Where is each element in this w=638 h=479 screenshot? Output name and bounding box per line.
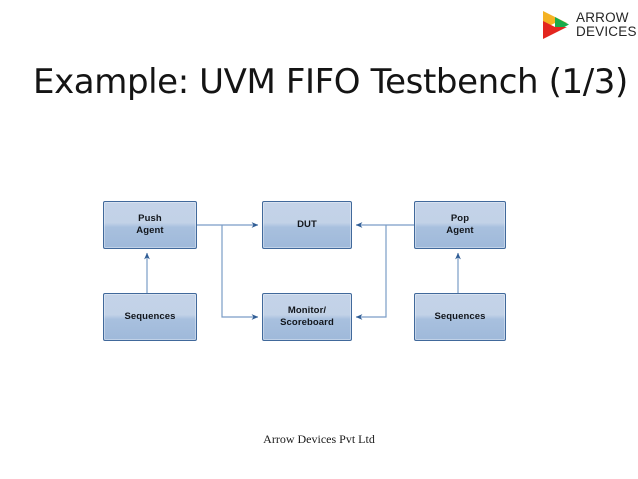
edge-pop-agent-to-monitor [355, 225, 387, 320]
node-sequences-left[interactable]: Sequences [103, 293, 197, 341]
arrow-play-triangle-logo-icon [538, 8, 572, 42]
node-pop-agent-label: Pop Agent [446, 212, 474, 236]
brand-line-2: DEVICES [576, 24, 637, 39]
node-sequences-right-label: Sequences [434, 310, 486, 322]
slide-footer: Arrow Devices Pvt Ltd [263, 432, 375, 446]
node-monitor-scoreboard[interactable]: Monitor/ Scoreboard [262, 293, 352, 341]
node-push-agent-label: Push Agent [136, 212, 164, 236]
node-monitor-scoreboard-label: Monitor/ Scoreboard [280, 304, 334, 328]
node-sequences-right[interactable]: Sequences [414, 293, 506, 341]
node-dut[interactable]: DUT [262, 201, 352, 249]
node-push-agent[interactable]: Push Agent [103, 201, 197, 249]
node-sequences-left-label: Sequences [124, 310, 176, 322]
node-dut-label: DUT [297, 218, 317, 230]
brand-logo: ARROW DEVICES [538, 4, 637, 46]
brand-line-1: ARROW [576, 9, 629, 25]
node-pop-agent[interactable]: Pop Agent [414, 201, 506, 249]
page-title: Example: UVM FIFO Testbench (1/3) [33, 62, 628, 102]
brand-logo-text: ARROW DEVICES [576, 9, 637, 40]
edge-push-agent-to-monitor [221, 225, 259, 320]
